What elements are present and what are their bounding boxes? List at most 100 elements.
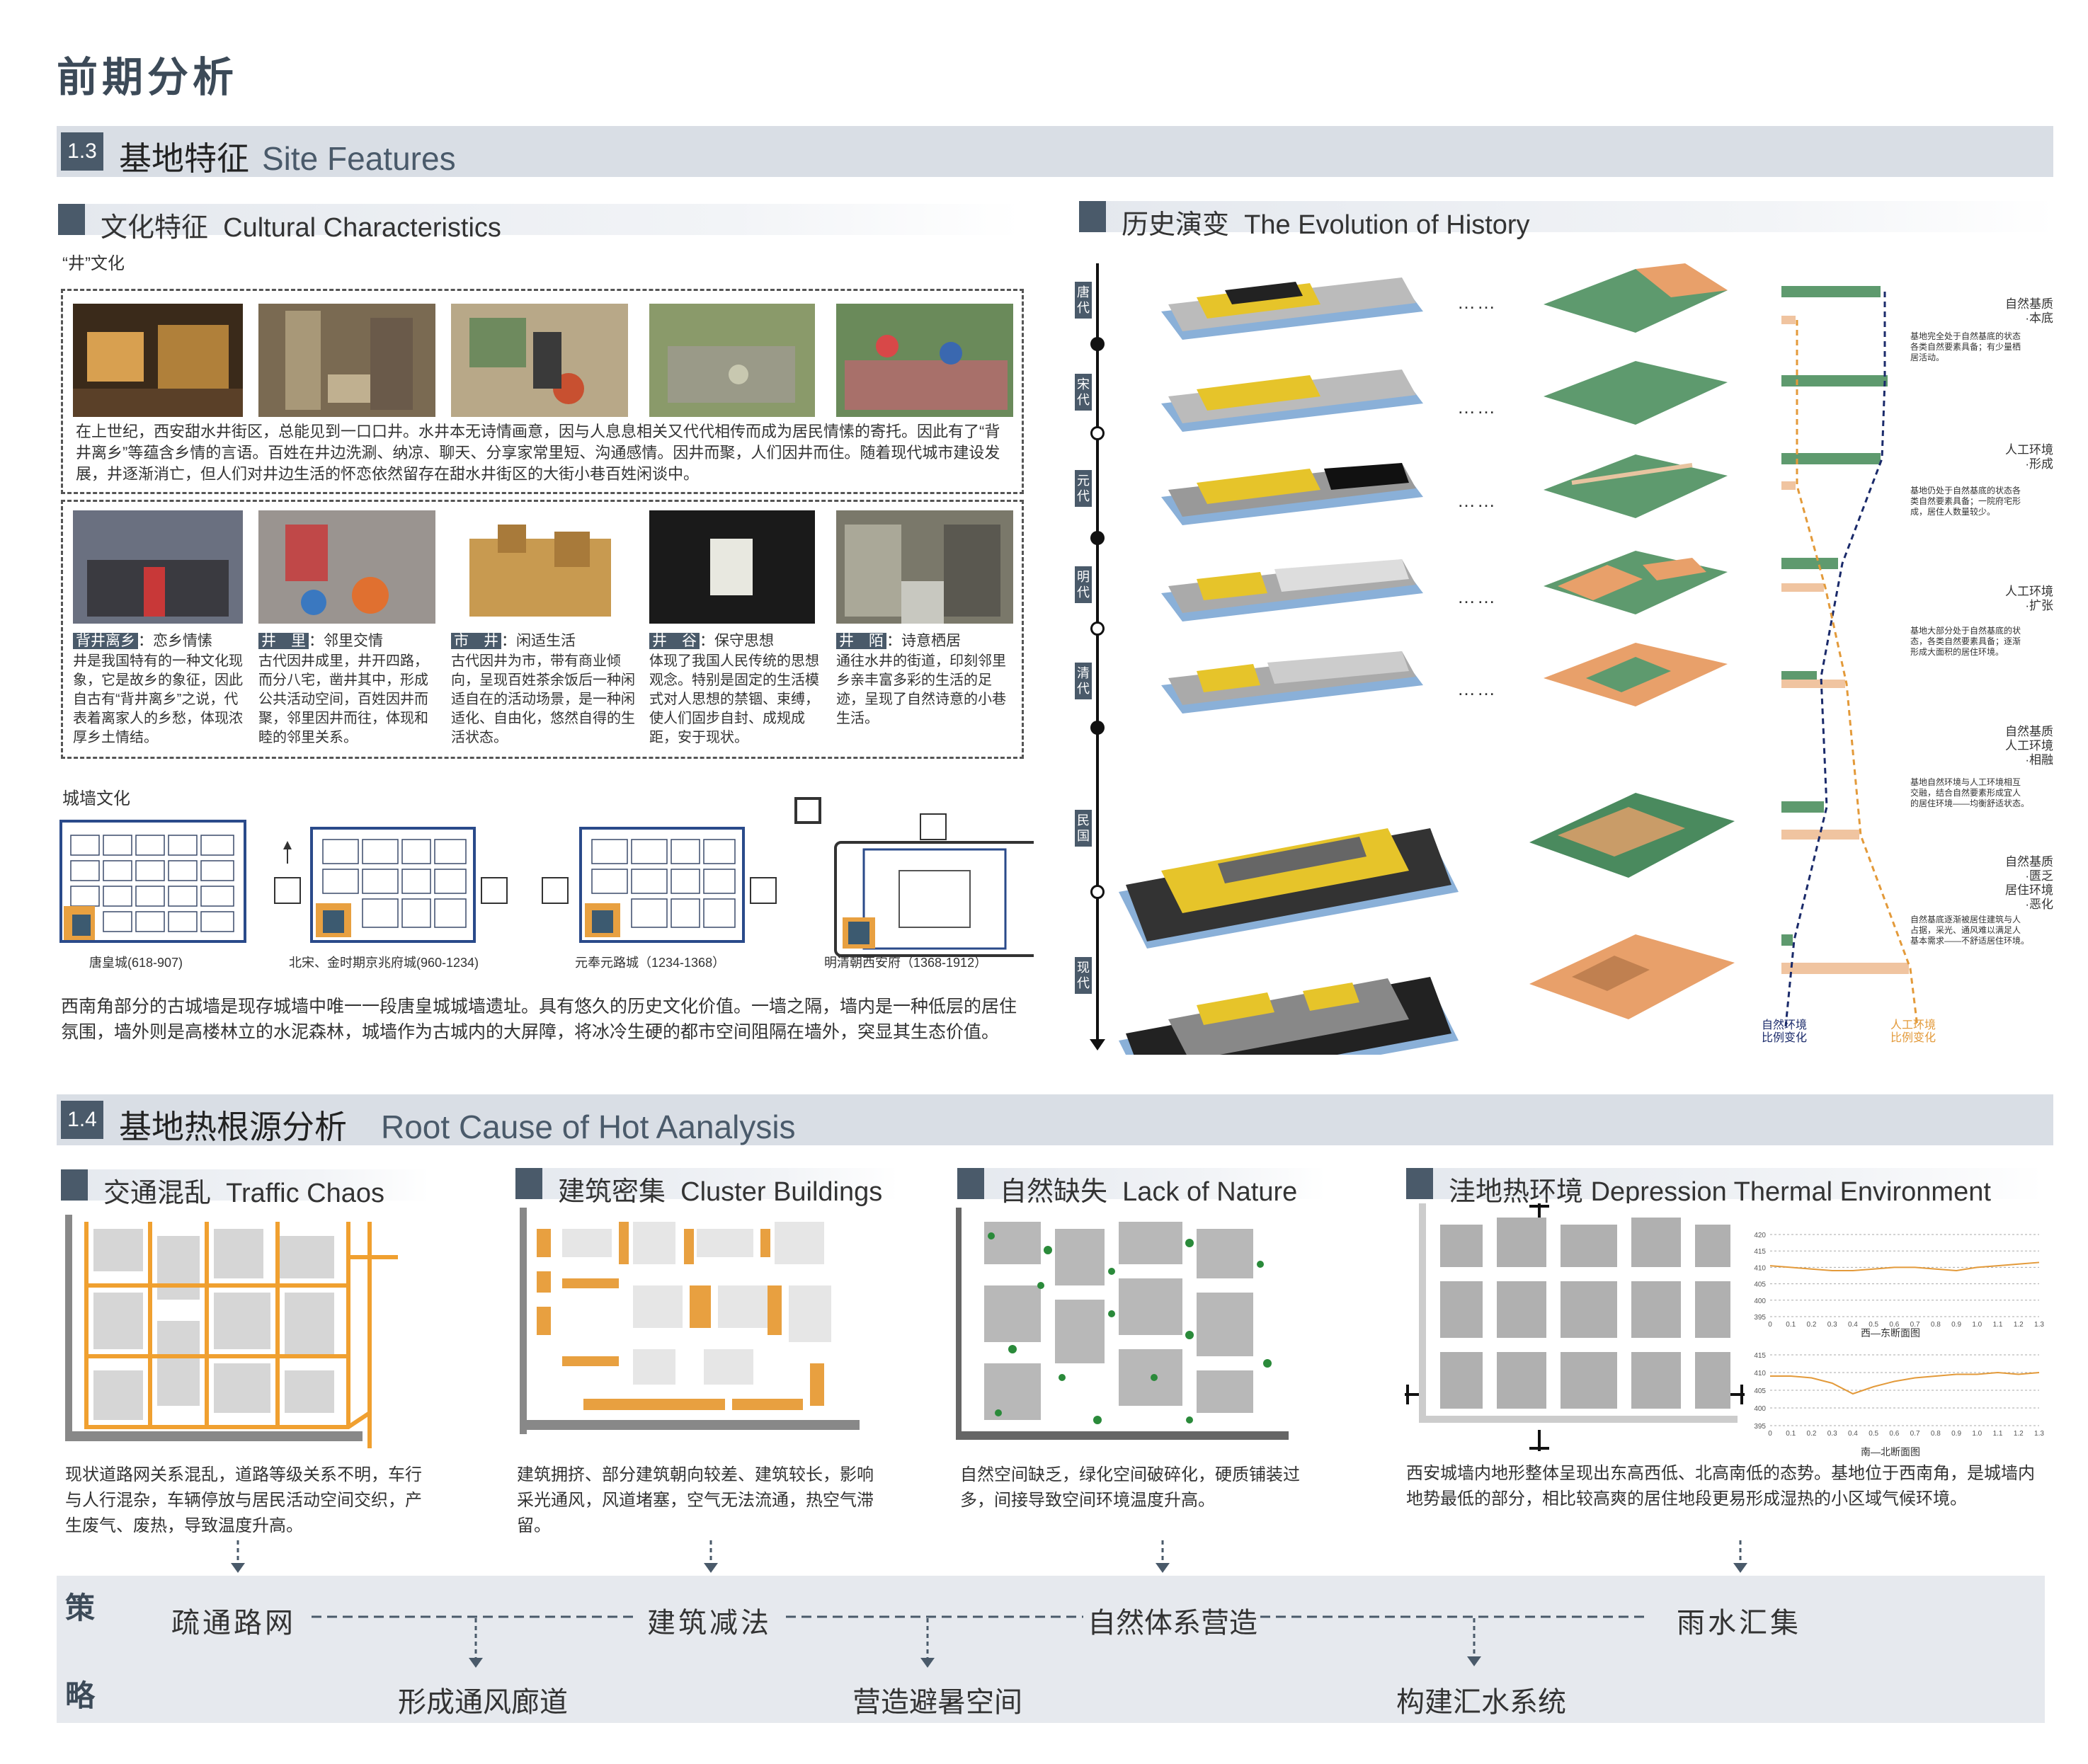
layer-yuan xyxy=(1161,463,1423,525)
strategy-water-system: 构建汇水系统 xyxy=(1396,1687,1566,1718)
block-models xyxy=(1529,263,1735,1019)
y-tick-label: 405 xyxy=(1754,1387,1766,1395)
photo-well-night xyxy=(73,304,243,417)
y-tick-label: 420 xyxy=(1754,1232,1766,1239)
proportion-bars xyxy=(1781,286,1919,1027)
annotation-head-4: 自然基质 人工环境 ·相融 xyxy=(2005,725,2053,767)
bars-nature xyxy=(1781,286,1888,946)
well-meanings-box: 背井离乡：恋乡情愫 井是我国特有的一种文化现象，它是故乡的象征，因此自古有“背井… xyxy=(61,500,1024,759)
x-tick-label: 0.3 xyxy=(1827,1321,1837,1329)
meaning-photos-row xyxy=(73,510,1013,624)
photo-crowd xyxy=(836,304,1013,417)
arrow-down-icon xyxy=(704,1563,718,1573)
map-buildings xyxy=(520,1208,874,1441)
cause-text-depression: 西安城墙内地形整体呈现出东高西低、北高南低的态势。基地位于西南角，是城墙内地势最… xyxy=(1406,1464,2035,1508)
timeline-dot xyxy=(1090,531,1105,545)
x-tick-label: 0.9 xyxy=(1951,1430,1961,1438)
legend-nature: 自然环境 比例变化 xyxy=(1762,1019,1808,1044)
annotation-head-1: 自然基质 ·本底 xyxy=(2005,297,2053,325)
annotation-text-3: 基地大部分处于自然基底的状 态，各类自然要素具备；逐渐 形成大面积的居住环境。 xyxy=(1910,626,2021,657)
nature-trend-line xyxy=(1784,292,1886,1027)
map-yuan xyxy=(542,827,777,943)
human-trend-line xyxy=(1796,320,1919,1027)
x-tick-label: 1.2 xyxy=(2014,1430,2024,1438)
x-tick-label: 0.5 xyxy=(1869,1321,1878,1329)
city-wall-maps xyxy=(59,797,1034,957)
timeline-arrow-icon xyxy=(1090,1039,1105,1050)
annotation-head-5: 自然基质 ·匮乏 居住环境 ·恶化 xyxy=(2005,855,2053,911)
subheader-depression: 洼地热环境 Depression Thermal Environment xyxy=(1406,1168,2043,1207)
layer-qing xyxy=(1161,651,1423,714)
cause-text-buildings: 建筑拥挤、部分建筑朝向较差、建筑较长，影响采光通风，风道堵塞，空气无法流通，热空… xyxy=(517,1465,874,1535)
ellipsis-4: …… xyxy=(1457,586,1497,607)
x-tick-label: 1.1 xyxy=(1993,1321,2003,1329)
map-nature xyxy=(956,1208,1317,1448)
ellipsis-3: …… xyxy=(1457,490,1497,511)
arrow-down-icon xyxy=(469,1658,483,1668)
annotation-text-4: 基地自然环境与人工环境相互 交融，结合自然要素形成宜人 的居住环境——均衡舒适状… xyxy=(1910,777,2030,808)
x-tick-label: 0.8 xyxy=(1931,1321,1941,1329)
subheader-cultural: 文化特征 Cultural Characteristics xyxy=(58,204,1021,243)
wall-paragraph: 西南角部分的古城墙是现存城墙中唯一一段唐皇城城墙遗址。具有悠久的历史文化价值。一… xyxy=(61,997,1017,1042)
photo-leaving-home xyxy=(73,510,243,624)
x-tick-label: 0.4 xyxy=(1848,1430,1858,1438)
strategy-road: 疏通路网 xyxy=(171,1608,296,1639)
block-modern xyxy=(1529,934,1735,1019)
layer-ming xyxy=(1161,559,1423,622)
y-tick-label: 415 xyxy=(1754,1352,1766,1360)
block-tang xyxy=(1544,263,1728,333)
block-yuan xyxy=(1544,454,1728,518)
strategy-connectors xyxy=(312,1615,1650,1668)
timeline-dot xyxy=(1090,885,1105,899)
x-tick-label: 1.1 xyxy=(1993,1430,2003,1438)
era-ming: 明代 xyxy=(1075,566,1092,603)
strategy-shelter-space: 营造避暑空间 xyxy=(852,1687,1022,1718)
card-market: 市 井：闲适生活 古代因井为市，带有商业倾向，呈现百姓茶余饭后一种闲适自在的活动… xyxy=(451,633,635,745)
y-tick-label: 395 xyxy=(1754,1423,1766,1431)
photo-market-figures xyxy=(451,510,628,624)
well-photos-row xyxy=(73,304,1013,417)
photo-dark-well xyxy=(649,510,815,624)
subheader-buildings: 建筑密集 Cluster Buildings xyxy=(515,1168,898,1207)
photo-neighbors xyxy=(258,510,435,624)
x-tick-label: 0.6 xyxy=(1889,1321,1899,1329)
arrow-down-icon xyxy=(1467,1656,1481,1666)
wall-caption-song: 北宋、金时期京兆府城(960-1234) xyxy=(289,956,479,970)
annotation-head-2: 人工环境 ·形成 xyxy=(2005,443,2053,471)
well-culture-label: “井”文化 xyxy=(62,254,125,273)
cause-text-traffic: 现状道路网关系混乱，道路等级关系不明，车行与人行混杂，车辆停放与居民活动空间交织… xyxy=(65,1465,422,1535)
y-tick-label: 405 xyxy=(1754,1281,1766,1289)
x-tick-label: 0.1 xyxy=(1786,1321,1796,1329)
y-tick-label: 400 xyxy=(1754,1405,1766,1413)
strategy-wind-corridor: 形成通风廊道 xyxy=(398,1687,568,1718)
x-tick-label: 1.2 xyxy=(2014,1321,2024,1329)
layer-song xyxy=(1161,370,1423,432)
x-tick-label: 0.3 xyxy=(1827,1430,1837,1438)
arrow-down-icon xyxy=(231,1563,245,1573)
block-song xyxy=(1544,361,1728,425)
map-song xyxy=(274,827,508,943)
block-ming xyxy=(1544,551,1728,614)
timeline-dot xyxy=(1090,721,1105,735)
era-tang: 唐代 xyxy=(1075,282,1092,319)
strategy-band xyxy=(57,1576,2045,1723)
annotation-text-5: 自然基底逐渐被居住建筑与人 占据，采光、通风难以满足人 基本需求——不舒适居住环… xyxy=(1910,915,2030,946)
strategy-building: 建筑减法 xyxy=(647,1608,772,1639)
era-minguo: 民国 xyxy=(1075,810,1092,847)
photo-well-stones xyxy=(649,304,815,417)
y-tick-label: 415 xyxy=(1754,1248,1766,1256)
x-tick-label: 0.1 xyxy=(1786,1430,1796,1438)
cause-text-nature: 自然空间缺乏，绿化空间破碎化，硬质铺装过多，间接导致空间环境温度升高。 xyxy=(960,1465,1300,1510)
strategy-nature: 自然体系营造 xyxy=(1088,1608,1257,1639)
layer-tang xyxy=(1161,277,1423,340)
strategy-rain: 雨水汇集 xyxy=(1677,1608,1801,1639)
x-tick-label: 0 xyxy=(1768,1430,1772,1438)
profile-caption: 西—东断面图 xyxy=(1861,1327,1920,1339)
timeline-dot xyxy=(1090,426,1105,440)
x-tick-label: 0 xyxy=(1768,1321,1772,1329)
timeline-dot xyxy=(1090,337,1105,351)
map-depression xyxy=(1405,1203,1745,1451)
